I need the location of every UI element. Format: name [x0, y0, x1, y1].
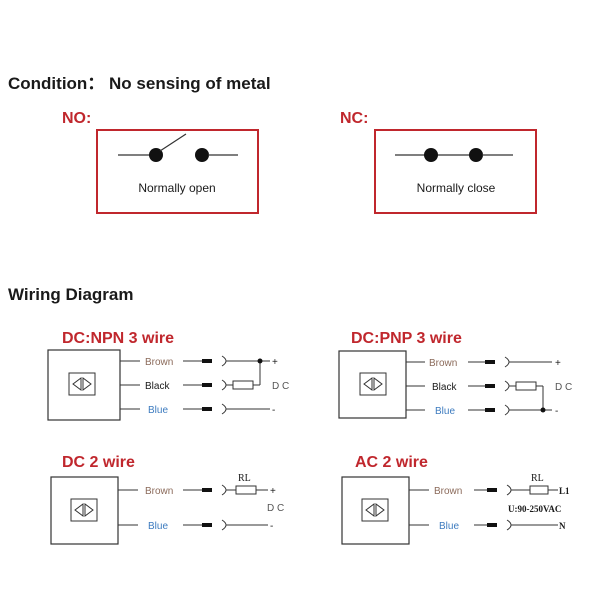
no-box: Normally open [96, 129, 259, 214]
wiring-heading: Wiring Diagram [8, 285, 133, 304]
switch-contact-icon [118, 133, 238, 162]
sensor-face-icon [341, 476, 410, 545]
pnp-black-label: Black [432, 382, 457, 393]
ac2-n: N [559, 521, 566, 531]
npn-brown-label: Brown [145, 357, 173, 368]
ac2-l1: L1 [559, 486, 570, 496]
npn-dc: D C [272, 381, 289, 392]
pnp-dc: D C [555, 382, 572, 393]
npn-plus: + [272, 357, 278, 368]
ac2-title: AC 2 wire [355, 454, 428, 471]
pnp-minus: - [555, 406, 558, 417]
dc2-minus: - [270, 521, 273, 532]
pnp-title: DC:PNP 3 wire [351, 330, 462, 347]
dc2-dc: D C [267, 503, 284, 514]
connector-icon [485, 360, 495, 412]
resistor-icon [235, 485, 257, 495]
pnp-plus: + [555, 358, 561, 369]
connector-icon [487, 488, 497, 527]
nc-caption: Normally close [417, 181, 496, 195]
sensor-face-icon [338, 350, 407, 419]
dc2-plus: + [270, 486, 276, 497]
switch-contact-icon [395, 148, 513, 162]
no-label: NO: [62, 110, 91, 127]
npn-minus: - [272, 405, 275, 416]
nc-box: Normally close [374, 129, 537, 214]
pnp-brown-label: Brown [429, 358, 457, 369]
dc2-rl-label: RL [238, 473, 251, 484]
npn-title: DC:NPN 3 wire [62, 330, 174, 347]
resistor-icon [529, 485, 549, 495]
ac2-brown-label: Brown [434, 486, 462, 497]
pnp-3-wire-diagram: DC:PNP 3 wire Brown Black Blue [338, 330, 572, 419]
ac2-rl-label: RL [531, 473, 544, 484]
connector-icon [202, 359, 212, 411]
sensor-face-icon [47, 349, 121, 421]
nc-label: NC: [340, 110, 368, 127]
no-caption: Normally open [138, 181, 215, 195]
npn-black-label: Black [145, 381, 170, 392]
dc2-title: DC 2 wire [62, 454, 135, 471]
npn-blue-label: Blue [148, 405, 168, 416]
sensor-face-icon [50, 476, 119, 545]
resistor-icon [515, 381, 537, 391]
condition-heading: Condition： No sensing of metal [8, 74, 271, 93]
connector-icon [202, 488, 212, 527]
pnp-blue-label: Blue [435, 406, 455, 417]
ac2-blue-label: Blue [439, 521, 459, 532]
npn-3-wire-diagram: DC:NPN 3 wire Brown Black Blue [47, 330, 289, 421]
dc2-brown-label: Brown [145, 486, 173, 497]
dc2-blue-label: Blue [148, 521, 168, 532]
ac-2-wire-diagram: AC 2 wire Brown Blue RL [341, 454, 570, 545]
junction-dot-icon [540, 407, 546, 413]
dc-2-wire-diagram: DC 2 wire Brown Blue RL [50, 454, 284, 545]
junction-dot-icon [257, 358, 263, 364]
resistor-icon [232, 380, 254, 390]
ac2-voltage: U:90-250VAC [508, 504, 561, 514]
